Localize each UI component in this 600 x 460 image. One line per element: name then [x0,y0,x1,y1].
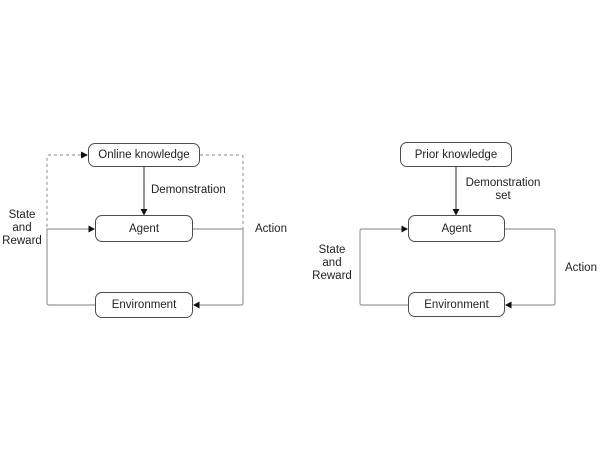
arrowhead-into-environment-left-diagram-icon [193,301,200,309]
agent-box-left-label: Agent [128,222,160,235]
arrowhead-into-agent-top-right-icon [452,209,460,216]
agent-box-left: Agent [95,215,193,242]
state-reward-feedback-right-line [359,228,408,306]
state-reward-label-right: State and Reward [312,244,352,282]
action-loop-right-line [505,228,556,306]
action-label-right: Action [565,262,597,274]
arrowhead-into-agent-right-diagram-icon [401,225,408,233]
environment-box-left: Environment [95,292,193,318]
state-reward-label-left: State and Reward [2,209,42,247]
prior-knowledge-box: Prior knowledge [400,142,512,167]
online-knowledge-box-label: Online knowledge [98,149,190,161]
prior-knowledge-box-label: Prior knowledge [414,148,498,161]
state-reward-feedback-left-line [46,228,95,306]
agent-box-right-label: Agent [441,222,472,235]
action-loop-left-line [193,228,244,306]
arrowhead-into-environment-right-diagram-icon [505,301,512,309]
online-knowledge-box: Online knowledge [88,143,200,167]
arrowhead-into-agent-top-left-icon [140,209,148,216]
arrowhead-into-online-knowledge-icon [81,151,88,159]
dashed-online-knowledge-link-left-line [46,154,81,229]
environment-box-right: Environment [408,292,505,317]
demonstration-set-label-right: Demonstration set [465,177,541,202]
demonstration-label-left: Demonstration [151,184,226,196]
arrowhead-into-agent-left-icon [88,225,95,233]
agent-box-right: Agent [408,215,505,242]
environment-box-right-label: Environment [424,298,489,311]
action-label-left: Action [255,223,287,235]
environment-box-left-label: Environment [111,299,177,311]
dashed-online-knowledge-link-right-line [200,154,244,229]
